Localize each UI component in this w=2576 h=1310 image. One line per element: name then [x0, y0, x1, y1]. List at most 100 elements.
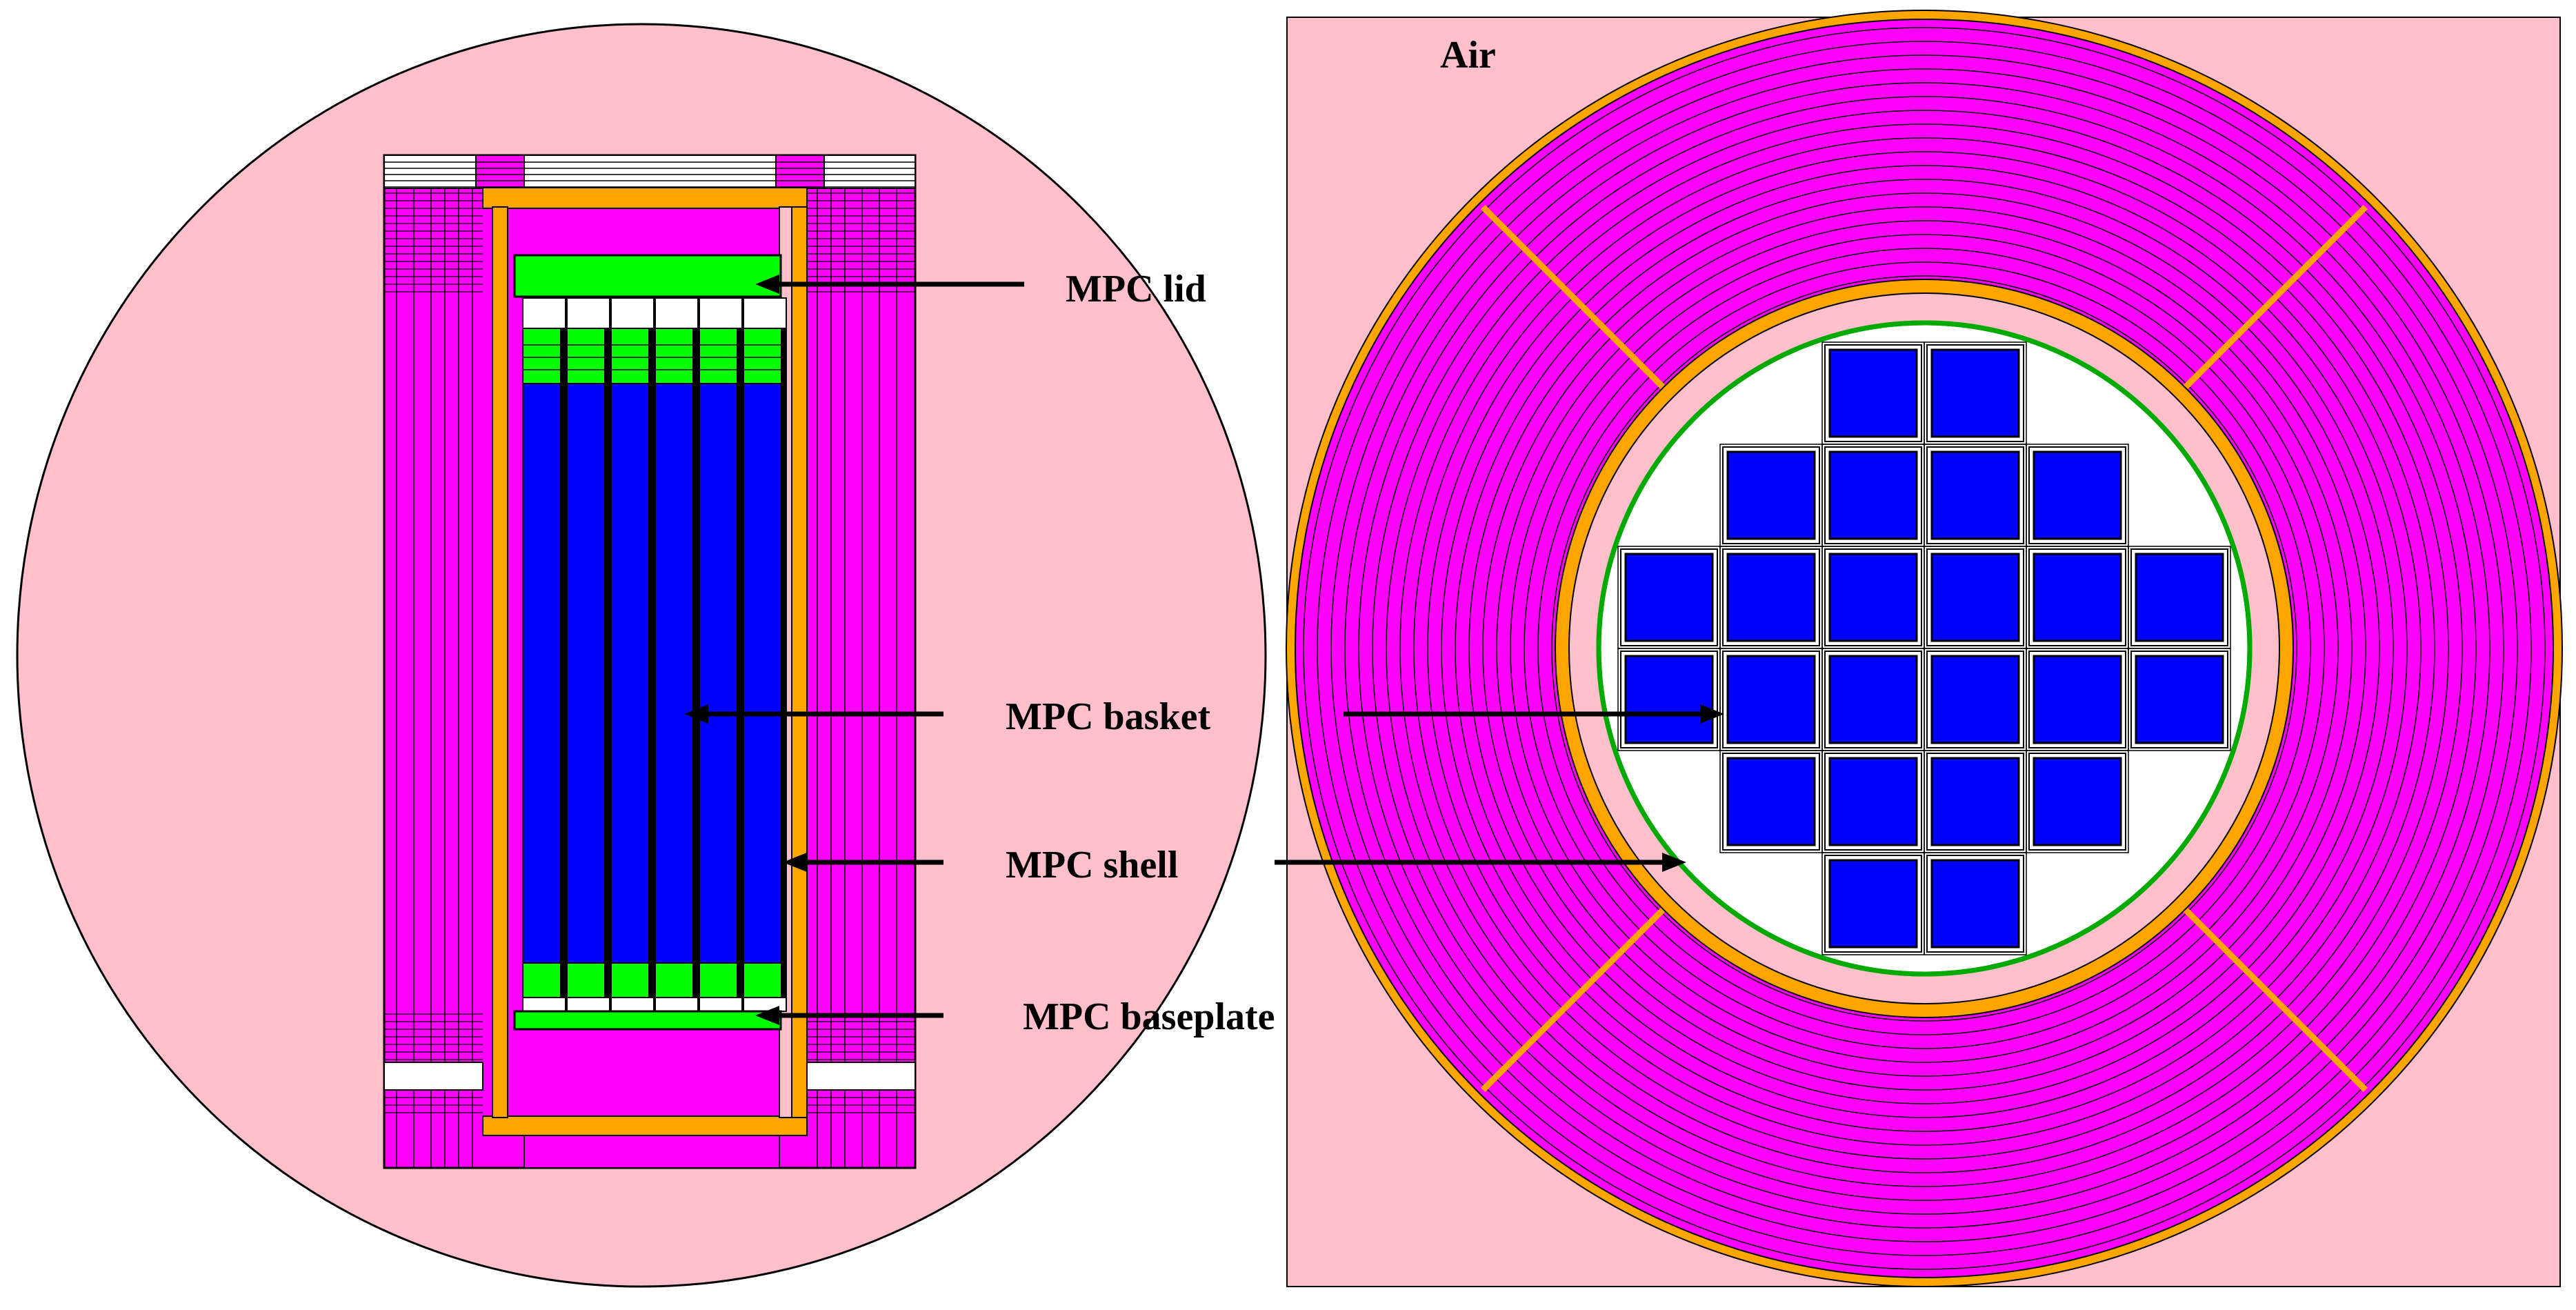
concrete-ring [1303, 27, 2546, 1270]
basket-wall [560, 328, 566, 998]
concrete-ring [1358, 82, 2490, 1215]
concrete-ring [1386, 110, 2463, 1187]
fuel-assembly [1726, 553, 1816, 642]
fuel-assembly-axial [743, 383, 787, 964]
steel-spoke [1480, 900, 1673, 1093]
upper-plenum-cell [566, 297, 610, 329]
concrete-ring [1427, 151, 2422, 1146]
fuel-assembly [1828, 655, 1918, 744]
fuel-assembly [1726, 757, 1816, 846]
fuel-assembly-axial [522, 383, 566, 964]
steel-spoke [2175, 204, 2368, 397]
concrete-ring [1399, 123, 2449, 1173]
upper-fitting-cell [743, 328, 787, 384]
basket-wall [648, 328, 654, 998]
basket-wall [604, 328, 610, 998]
fuel-assembly [1930, 757, 2020, 846]
top-steel-plate [482, 187, 808, 209]
fuel-assembly [1828, 859, 1918, 949]
mpc-lid-plate [513, 254, 782, 298]
concrete-ring [1510, 234, 2339, 1063]
mpc-basket-arrowhead-right [1700, 704, 1724, 724]
mpc-baseplate-label: MPC baseplate [1023, 995, 1275, 1038]
fuel-assembly [1930, 655, 2020, 744]
bottom-right-vent-gap [806, 1062, 916, 1091]
mpc-lid-arrowhead [755, 275, 779, 294]
upper-plenum-cell [699, 297, 743, 329]
upper-fitting-cell [699, 328, 743, 384]
fuel-assembly [1930, 859, 2020, 949]
top-cap-region [383, 155, 916, 189]
fuel-assembly [1624, 655, 1714, 744]
mpc-baseplate-arrowhead [755, 1006, 779, 1025]
bottom-steel-plate [482, 1115, 808, 1136]
upper-plenum-cell [743, 297, 787, 329]
inner-liner-left [492, 206, 508, 1118]
mpc-basket-arrowhead-left [684, 704, 708, 724]
basket-wall [781, 328, 786, 998]
mpc-basket-label: MPC basket [1006, 695, 1210, 738]
mpc-lid-label: MPC lid [1066, 268, 1206, 310]
inner-liner-right [791, 206, 808, 1118]
lower-plenum-cell [610, 997, 655, 1012]
basket-grid-cell [2128, 648, 2231, 751]
concrete-ring [1372, 96, 2477, 1201]
bottom-left-vent-gap [383, 1062, 483, 1091]
upper-plenum-cell [655, 297, 699, 329]
mpc-baseplate [513, 1010, 782, 1031]
concrete-ring [1524, 248, 2325, 1049]
concrete-ring [1455, 179, 2394, 1118]
upper-fitting-cell [610, 328, 655, 384]
annotation-arrows [684, 275, 1724, 1025]
fuel-assembly [2135, 553, 2224, 642]
concrete-ring [1496, 220, 2353, 1077]
top-vent-left [475, 155, 525, 189]
lower-fitting-cell [610, 962, 655, 998]
mpc-shell-label: MPC shell [1006, 844, 1178, 886]
concrete-ring [1482, 206, 2366, 1091]
fuel-assembly [1930, 348, 2020, 438]
concrete-ring [1468, 192, 2380, 1104]
concrete-ring [1551, 275, 2297, 1022]
lower-fitting-cell [522, 962, 566, 998]
upper-plenum-cell [522, 297, 566, 329]
basket-grid-cell [2026, 750, 2129, 853]
concrete-ring [1441, 165, 2408, 1132]
mpc-shell-arrowhead-right [1662, 853, 1686, 872]
fuel-assembly-axial [699, 383, 743, 964]
lower-plenum-cell [655, 997, 699, 1012]
upper-fitting-cell [522, 328, 566, 384]
concrete-ring [1413, 137, 2435, 1160]
fuel-assembly-axial [655, 383, 699, 964]
upper-plenum-cell [610, 297, 655, 329]
fuel-assembly [1828, 757, 1918, 846]
axial-section-view [16, 23, 1267, 1288]
fuel-assembly [1828, 450, 1918, 540]
lower-plenum-cell [566, 997, 610, 1012]
upper-fitting-cell [655, 328, 699, 384]
concrete-ring [1330, 54, 2518, 1242]
concrete-ring [1537, 261, 2311, 1035]
upper-fitting-cell [566, 328, 610, 384]
concrete-ring [1317, 41, 2532, 1256]
fuel-assembly [2135, 655, 2224, 744]
fuel-assembly-axial [610, 383, 655, 964]
basket-grid-cell [1924, 852, 2027, 955]
fuel-assembly [1828, 348, 1918, 438]
fuel-assembly [1828, 553, 1918, 642]
lower-plenum-cell [699, 997, 743, 1012]
radial-section-view [1286, 10, 2563, 1287]
concrete-ring [1344, 68, 2504, 1229]
fuel-assembly [2033, 757, 2122, 846]
lower-plenum-cell [743, 997, 787, 1012]
basket-wall [737, 328, 742, 998]
lower-fitting-cell [655, 962, 699, 998]
lower-fitting-cell [566, 962, 610, 998]
lower-fitting-cell [699, 962, 743, 998]
air-label: Air [1440, 34, 1496, 77]
fuel-assembly-axial [566, 383, 610, 964]
pedestal [523, 1135, 780, 1169]
lower-plenum-cell [522, 997, 566, 1012]
fuel-assembly [1930, 450, 2020, 540]
top-vent-right [775, 155, 825, 189]
